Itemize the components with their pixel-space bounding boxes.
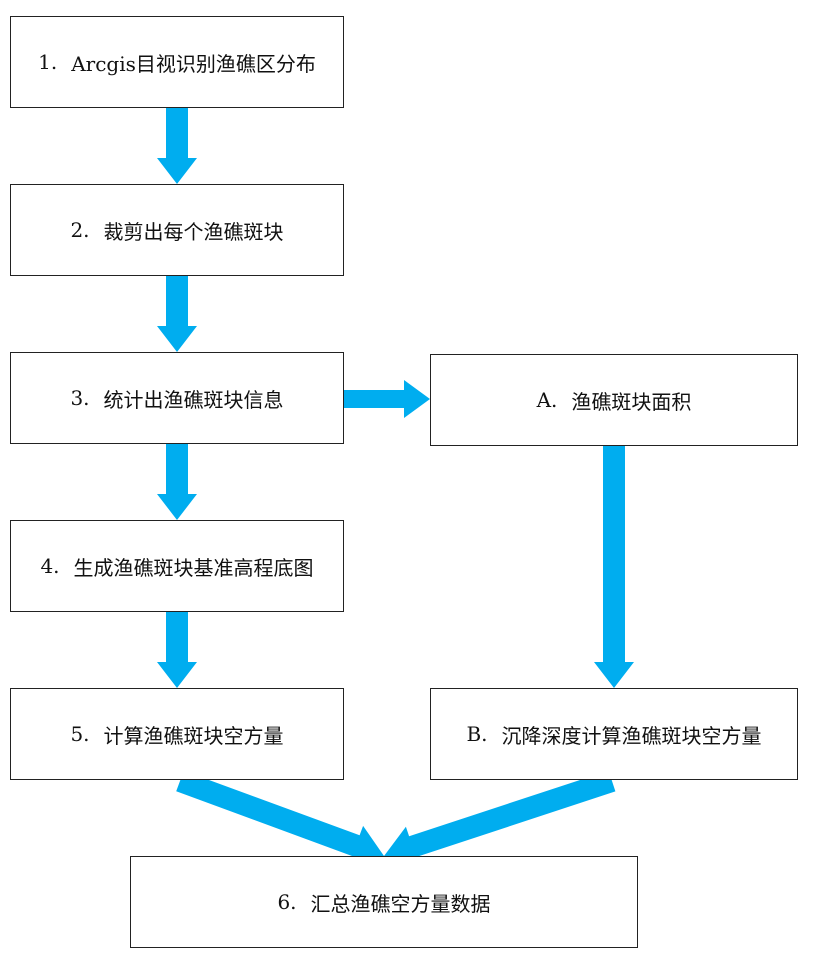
step-2-box: 2. 裁剪出每个渔礁斑块 — [10, 184, 344, 276]
step-1-box: 1. Arcgis目视识别渔礁区分布 — [10, 16, 344, 108]
arrow-5-to-6 — [176, 770, 384, 866]
arrow-2-to-3 — [157, 276, 197, 352]
step-6-box: 6. 汇总渔礁空方量数据 — [130, 856, 638, 948]
step-2-label: 裁剪出每个渔礁斑块 — [103, 219, 284, 244]
arrow-a-to-b — [594, 446, 634, 688]
step-3-number: 3. — [70, 386, 90, 410]
arrow-1-to-2 — [157, 108, 197, 184]
step-6-number: 6. — [277, 890, 297, 914]
step-b-label: 沉降深度计算渔礁斑块空方量 — [501, 723, 762, 748]
step-4-number: 4. — [40, 554, 60, 578]
step-2-number: 2. — [70, 218, 90, 242]
arrow-4-to-5 — [157, 612, 197, 688]
step-1-number: 1. — [38, 50, 58, 74]
step-a-label: 渔礁斑块面积 — [571, 389, 692, 414]
arrow-b-to-6 — [384, 770, 616, 867]
step-5-number: 5. — [70, 722, 90, 746]
step-5-label: 计算渔礁斑块空方量 — [103, 723, 284, 748]
step-4-label: 生成渔礁斑块基准高程底图 — [73, 555, 314, 580]
step-b-box: B. 沉降深度计算渔礁斑块空方量 — [430, 688, 798, 780]
step-1-label: Arcgis目视识别渔礁区分布 — [71, 51, 316, 76]
step-4-box: 4. 生成渔礁斑块基准高程底图 — [10, 520, 344, 612]
step-3-label: 统计出渔礁斑块信息 — [103, 387, 284, 412]
step-5-box: 5. 计算渔礁斑块空方量 — [10, 688, 344, 780]
arrow-3-to-4 — [157, 444, 197, 520]
step-a-letter: A. — [536, 388, 558, 412]
arrow-3-to-a — [344, 380, 430, 418]
step-6-label: 汇总渔礁空方量数据 — [310, 891, 491, 916]
step-3-box: 3. 统计出渔礁斑块信息 — [10, 352, 344, 444]
step-a-box: A. 渔礁斑块面积 — [430, 354, 798, 446]
step-b-letter: B. — [466, 722, 488, 746]
